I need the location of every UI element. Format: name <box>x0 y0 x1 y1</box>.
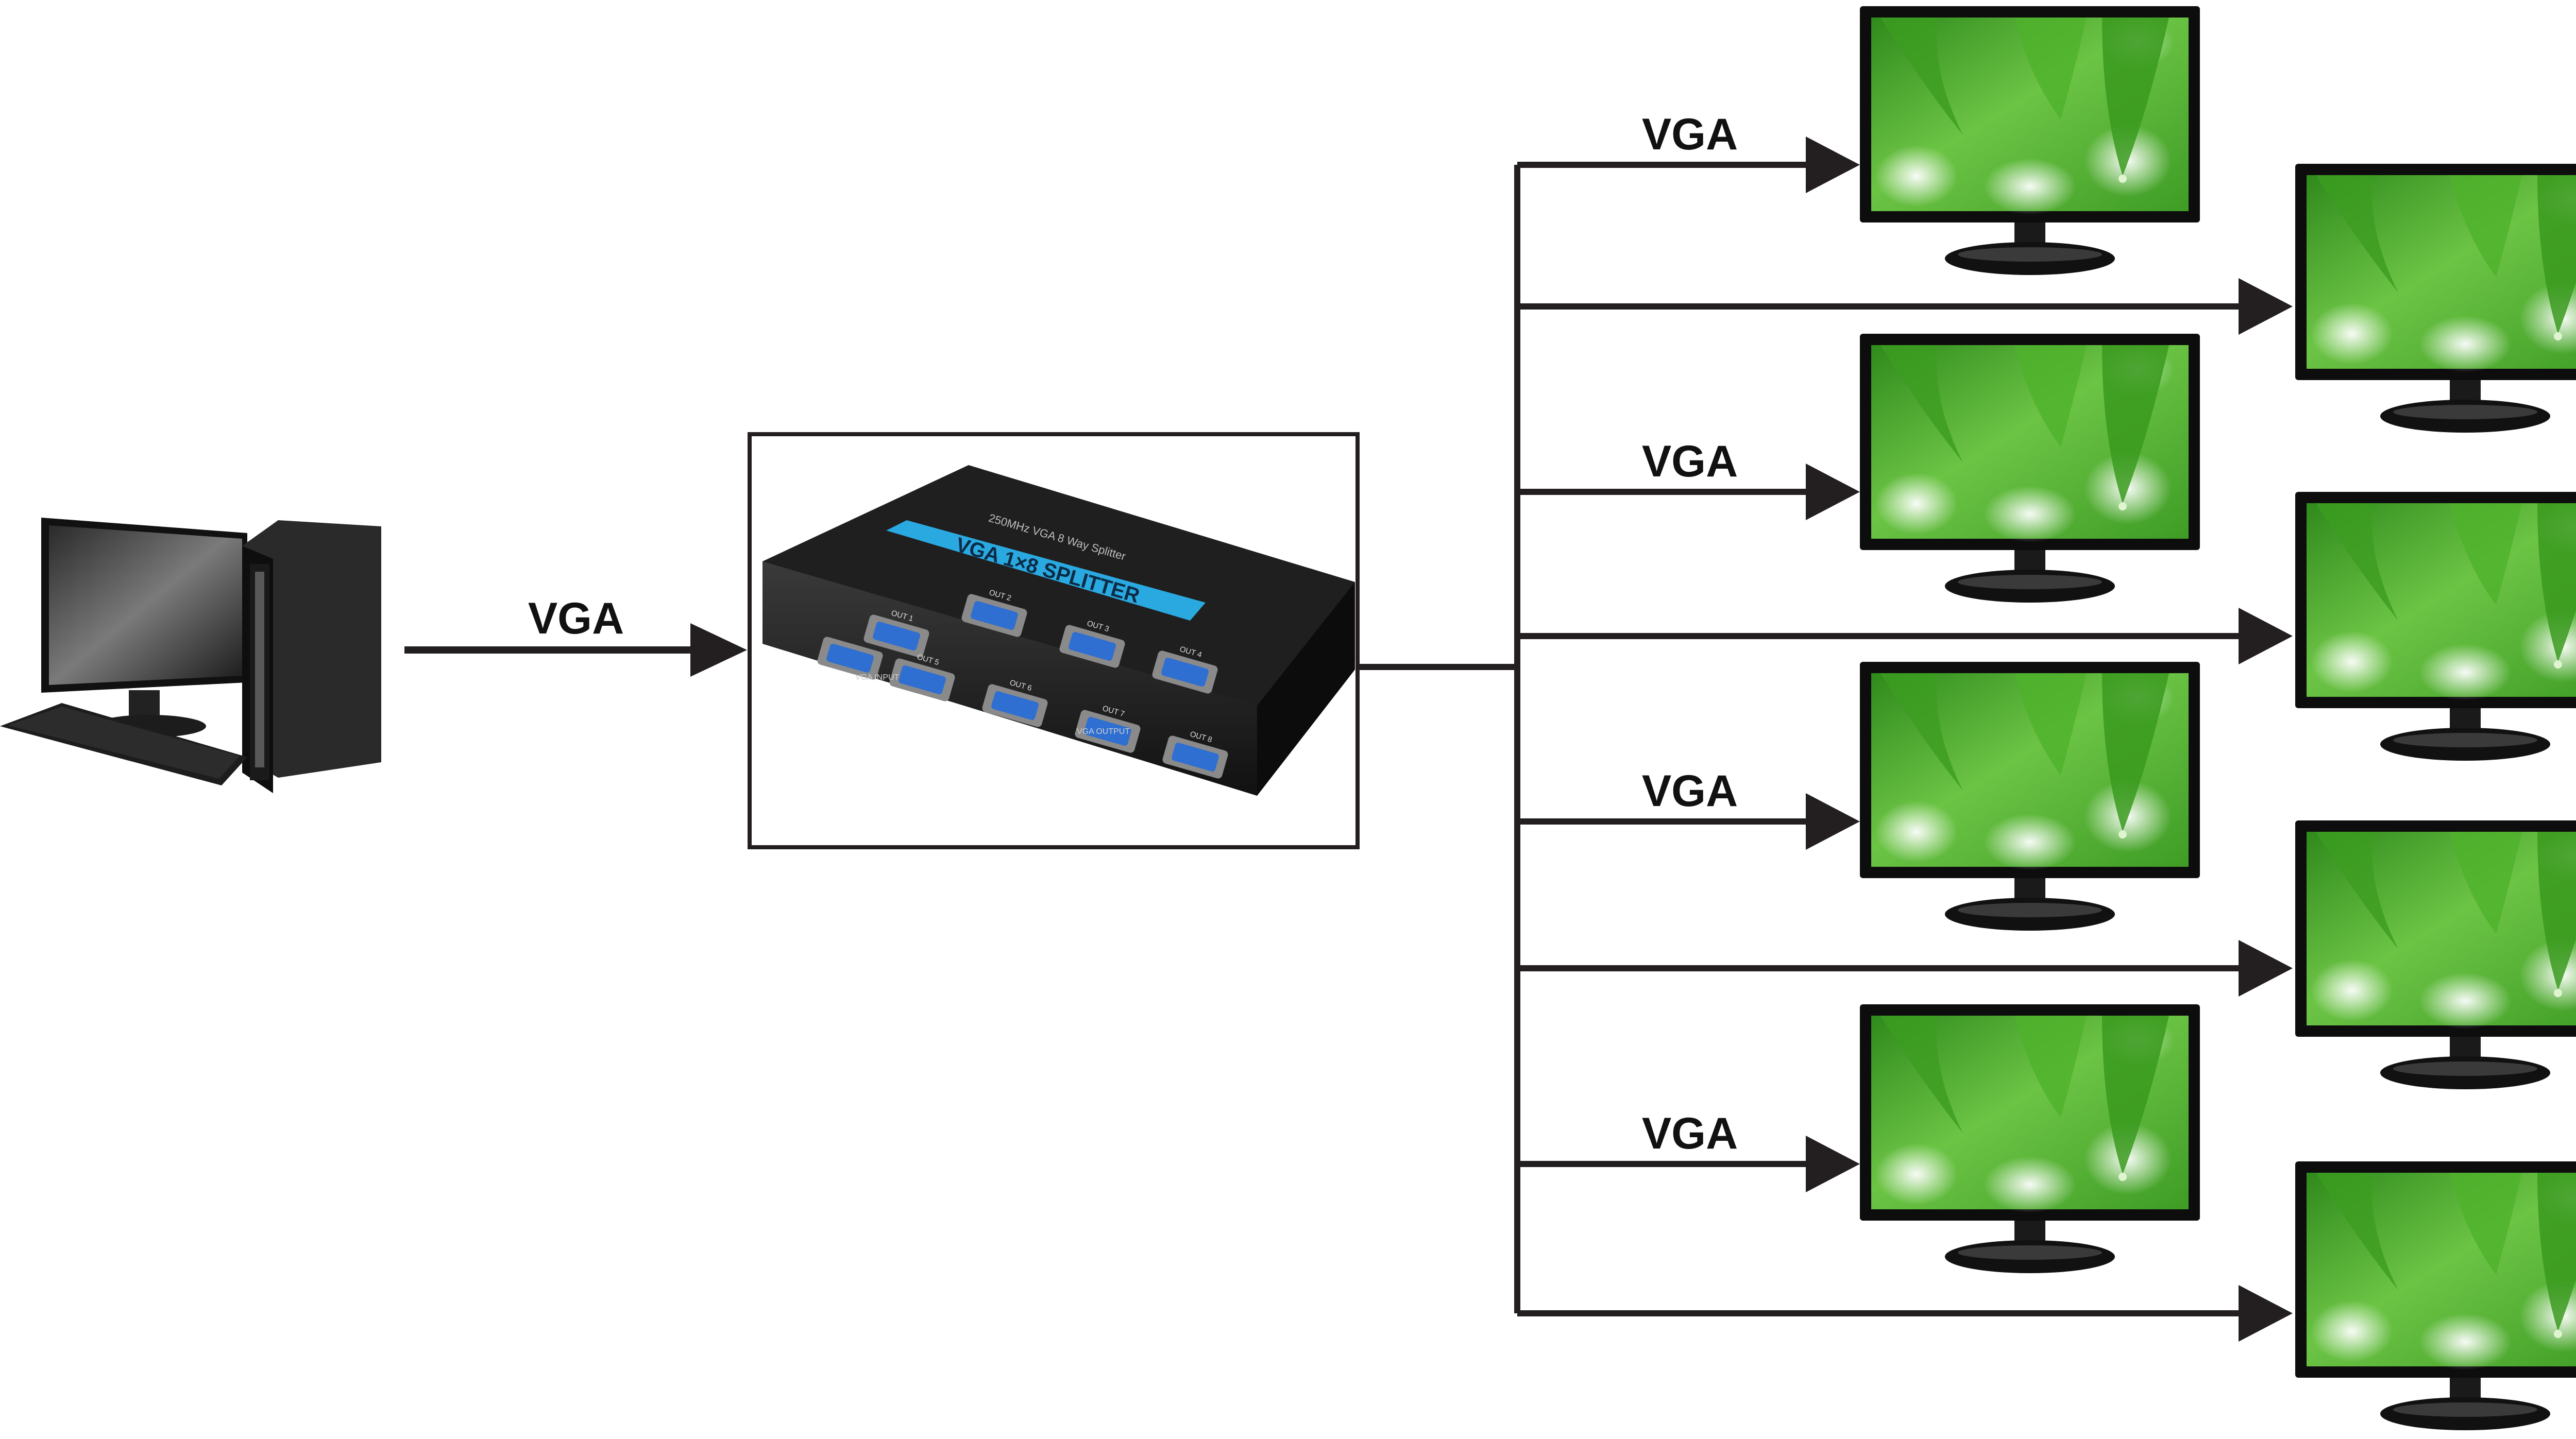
vga-port-1: OUT 1 <box>863 609 929 658</box>
monitor-icon <box>2295 164 2576 433</box>
output-link-label: VGA <box>1642 766 1738 816</box>
splitter-input-label: VGA INPUT <box>855 673 900 682</box>
splitter-output-label: VGA OUTPUT <box>1077 727 1130 736</box>
monitor-icon <box>2295 820 2576 1089</box>
monitor-icon <box>1860 1004 2200 1273</box>
output-link-4 <box>1517 608 2293 664</box>
output-link-6 <box>1517 940 2293 997</box>
output-links: VGA VGA VGA VGA <box>1517 110 2293 1342</box>
output-link-1: VGA <box>1517 110 1860 193</box>
vga-port-8: OUT 8 <box>1162 730 1228 779</box>
vga-splitter: VGA 1×8 SPLITTER 250MHz VGA 8 Way Splitt… <box>748 432 1360 849</box>
output-link-2 <box>1517 278 2293 335</box>
monitor-icon <box>1860 6 2200 275</box>
output-link-5: VGA <box>1517 766 1860 850</box>
vga-input-port <box>817 637 883 680</box>
source-connection: VGA <box>404 594 747 677</box>
output-link-label: VGA <box>1642 437 1738 486</box>
monitor-icon <box>2295 492 2576 761</box>
output-link-8 <box>1517 1285 2293 1342</box>
source-link-label: VGA <box>528 594 624 643</box>
monitor-icon <box>1860 662 2200 931</box>
output-link-3: VGA <box>1517 437 1860 520</box>
output-bus <box>1358 165 1520 1313</box>
monitor-icon <box>2295 1161 2576 1430</box>
output-monitors <box>1860 6 2576 1430</box>
output-link-label: VGA <box>1642 1109 1738 1158</box>
output-link-7: VGA <box>1517 1109 1860 1192</box>
monitor-icon <box>1860 334 2200 603</box>
computer-icon <box>0 518 381 793</box>
output-link-label: VGA <box>1642 110 1738 159</box>
